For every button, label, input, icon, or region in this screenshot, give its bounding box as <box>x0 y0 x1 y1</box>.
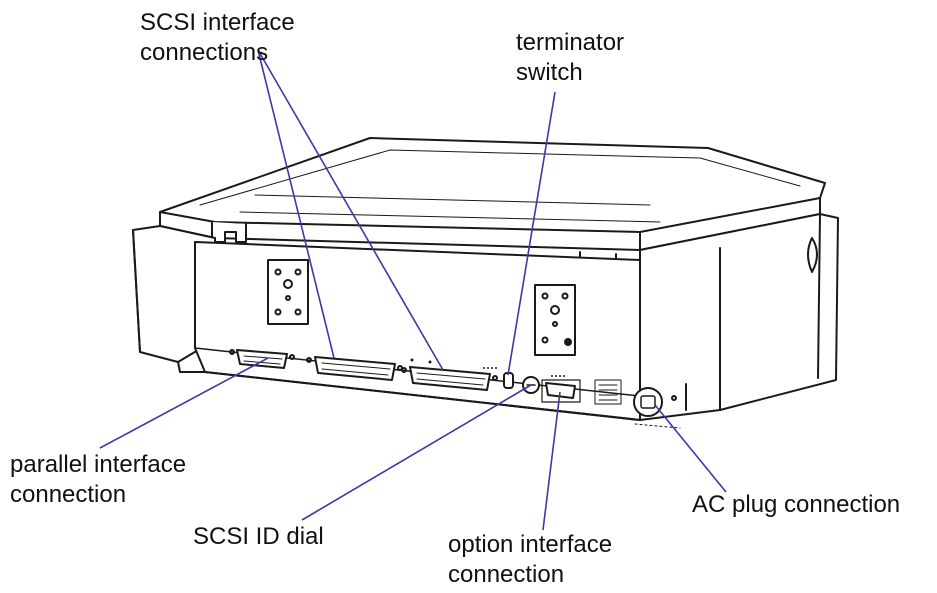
ac-plug <box>633 387 663 417</box>
scsi-id-label-line1: SCSI ID dial <box>193 523 324 550</box>
scsi-id-dial-label: SCSI ID dial <box>193 522 324 552</box>
vent-grille <box>594 379 622 405</box>
leader-option <box>542 391 561 531</box>
scanner-lid-lip <box>159 197 821 251</box>
ac-plug-label: AC plug connection <box>692 490 900 520</box>
scanner-lid <box>159 137 826 233</box>
option-connector <box>545 382 576 399</box>
terminator-switch <box>503 372 514 389</box>
scsi-interface-label: SCSI interface connections <box>140 8 295 68</box>
scsi-interface-label-line1: SCSI interface <box>140 9 295 36</box>
leader-terminator <box>507 91 556 376</box>
terminator-switch-label: terminator switch <box>516 28 624 88</box>
parallel-label-line2: connection <box>10 481 127 508</box>
parallel-label-line1: parallel interface <box>10 451 187 478</box>
parallel-interface-label: parallel interface connection <box>10 450 186 510</box>
option-interface-label: option interface connection <box>448 530 612 590</box>
leader-scsi-id <box>301 384 532 521</box>
terminator-label-line1: terminator <box>516 29 625 56</box>
leader-lines <box>99 49 727 531</box>
mount-plate-left <box>267 259 309 325</box>
leader-scsi-2 <box>257 49 444 371</box>
ac-label-line1: AC plug connection <box>692 491 901 518</box>
scsi-interface-label-line2: connections <box>140 39 269 66</box>
leader-parallel <box>99 357 269 449</box>
option-label-line1: option interface <box>448 531 613 558</box>
leader-scsi-1 <box>257 49 335 359</box>
terminator-label-line2: switch <box>516 59 583 86</box>
side-grip <box>807 237 818 273</box>
leader-ac <box>654 404 727 493</box>
option-label-line2: connection <box>448 561 565 588</box>
